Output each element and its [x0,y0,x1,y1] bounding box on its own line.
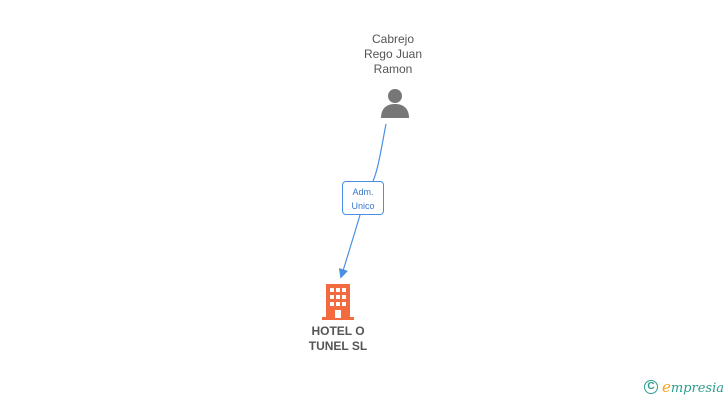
company-name-line-1: HOTEL O [311,324,365,338]
person-name-line-1: Cabrejo [371,32,415,46]
person-name[interactable]: Cabrejo Rego Juan Ramon [333,32,453,77]
person-name-line-2: Rego Juan [363,47,423,61]
edge-person-to-company [372,123,387,182]
brand-name: empresia [662,378,724,396]
building-icon[interactable] [322,284,354,320]
brand-logo: C empresia [643,378,724,396]
relation-label-line-2: Unico [351,201,375,211]
relation-label[interactable]: Adm. Unico [342,181,384,215]
brand-rest: mpresia [670,381,724,396]
copyright-icon: C [643,380,658,394]
relation-label-line-1: Adm. [352,187,374,197]
company-name[interactable]: HOTEL O TUNEL SL [283,324,393,354]
brand-first-letter: e [661,378,671,396]
edge-arrow-segment [338,214,361,279]
person-icon[interactable] [379,88,411,118]
person-name-line-3: Ramon [373,62,413,76]
company-name-line-2: TUNEL SL [308,339,368,353]
